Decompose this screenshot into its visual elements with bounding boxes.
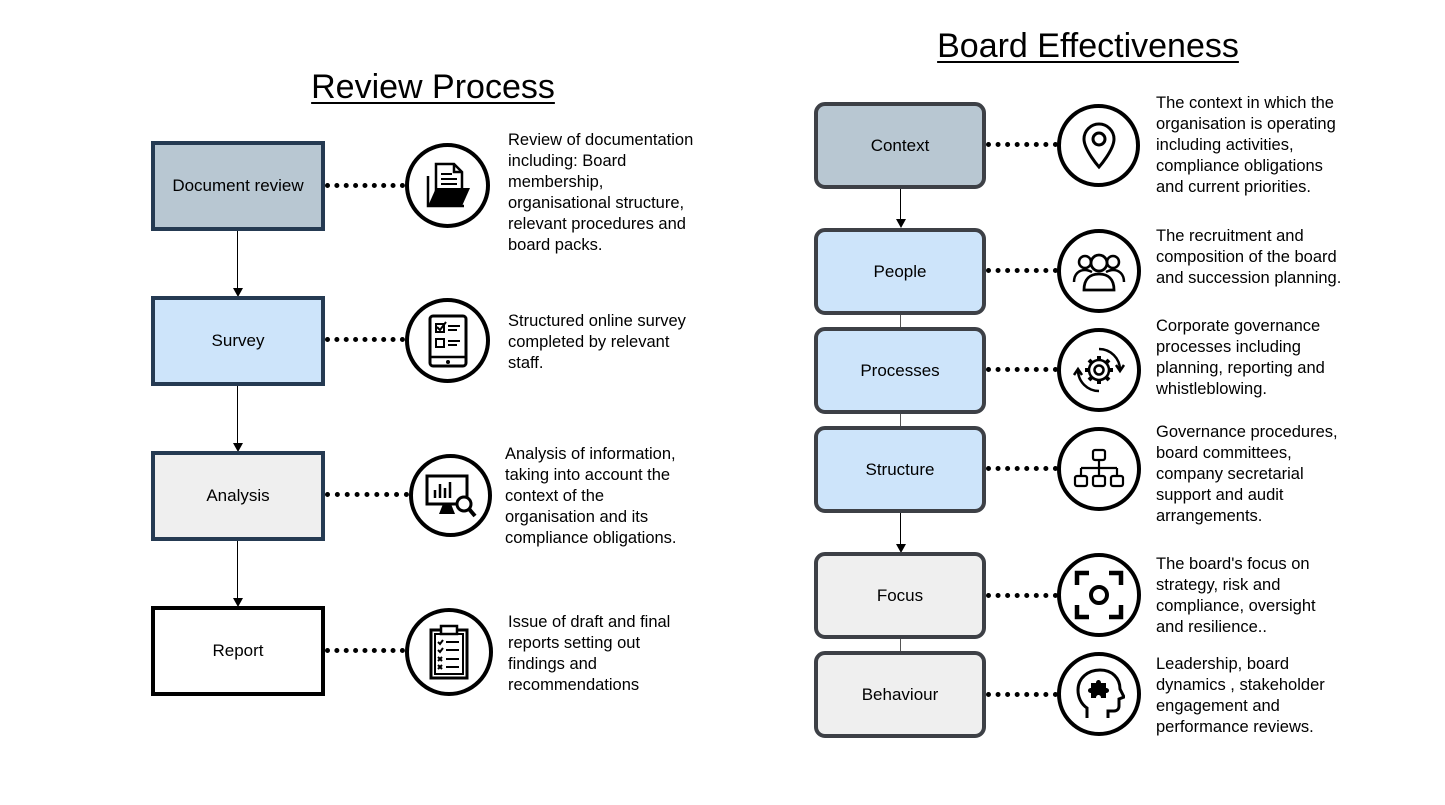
step-description: Issue of draft and final reports setting… [508, 613, 671, 694]
monitor-analytics-icon [409, 454, 492, 537]
connector-line [237, 230, 238, 288]
connector-line [237, 540, 238, 598]
item-label: People [873, 261, 927, 281]
item-behaviour: Behaviour [814, 651, 986, 738]
dotted-connector [986, 367, 1058, 372]
step-analysis: Analysis [151, 451, 325, 541]
head-puzzle-icon [1057, 652, 1141, 736]
arrow-head [232, 443, 243, 452]
step-document-review: Document review [151, 141, 325, 231]
tablet-checklist-icon [405, 298, 490, 383]
step-report: Report [151, 606, 325, 696]
item-processes: Processes [814, 327, 986, 414]
step-description: Review of documentation including: Board… [508, 131, 694, 254]
dotted-connector [325, 648, 405, 653]
item-description: Governance procedures, board committees,… [1156, 423, 1338, 525]
connector-line [900, 413, 901, 427]
dotted-connector [325, 492, 409, 497]
item-label: Structure [865, 459, 935, 479]
dotted-connector [986, 466, 1058, 471]
arrow-head [895, 544, 906, 553]
step-survey: Survey [151, 296, 325, 386]
connector-line [900, 314, 901, 328]
step-description: Analysis of information, taking into acc… [505, 445, 677, 547]
location-pin-icon [1057, 104, 1140, 187]
step-label: Analysis [206, 486, 270, 505]
gear-cycle-icon [1057, 328, 1141, 412]
item-label: Behaviour [861, 684, 939, 704]
dotted-connector [325, 337, 405, 342]
item-description: Corporate governance processes including… [1156, 317, 1325, 398]
item-description: The context in which the organisation is… [1156, 94, 1336, 196]
step-label: Document review [172, 176, 304, 195]
item-label: Processes [860, 360, 940, 380]
item-description: Leadership, board dynamics , stakeholder… [1156, 655, 1325, 736]
org-chart-icon [1057, 427, 1141, 511]
arrow-head [232, 598, 243, 607]
arrow-head [232, 288, 243, 297]
item-people: People [814, 228, 986, 315]
connector-line [237, 385, 238, 443]
clipboard-checklist-icon [405, 608, 493, 696]
item-focus: Focus [814, 552, 986, 639]
item-structure: Structure [814, 426, 986, 513]
dotted-connector [986, 593, 1058, 598]
document-folder-icon [405, 143, 490, 228]
dotted-connector [986, 142, 1058, 147]
connector-line [900, 638, 901, 652]
dotted-connector [986, 268, 1058, 273]
step-description: Structured online survey completed by re… [508, 312, 686, 372]
arrow-head [895, 219, 906, 228]
item-description: The recruitment and composition of the b… [1156, 227, 1342, 287]
step-label: Survey [211, 331, 265, 350]
people-group-icon [1057, 229, 1141, 313]
item-label: Context [870, 135, 930, 155]
item-context: Context [814, 102, 986, 189]
dotted-connector [986, 692, 1058, 697]
focus-target-icon [1057, 553, 1141, 637]
board-effectiveness-title: Board Effectiveness [937, 27, 1239, 65]
item-label: Focus [876, 585, 924, 605]
review-process-title: Review Process [311, 68, 555, 106]
dotted-connector [325, 183, 405, 188]
item-description: The board's focus on strategy, risk and … [1156, 555, 1316, 636]
step-label: Report [212, 641, 264, 660]
connector-line [900, 512, 901, 544]
connector-line [900, 188, 901, 219]
